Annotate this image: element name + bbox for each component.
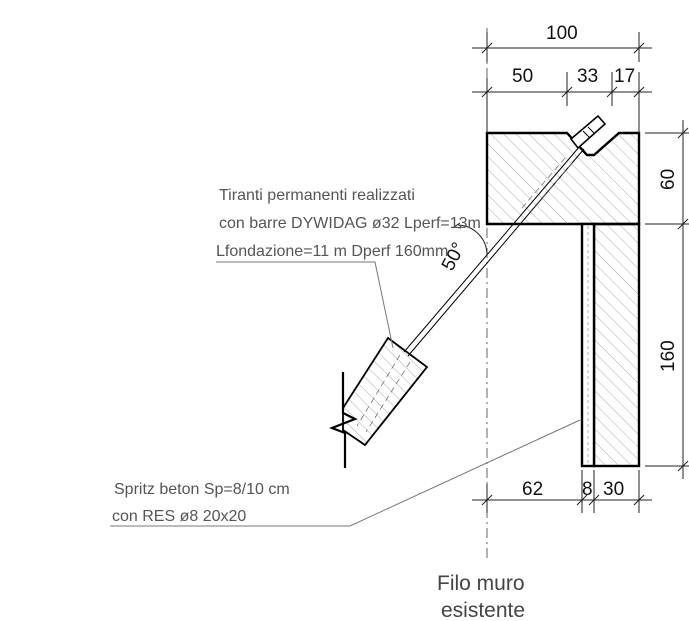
dimension-line-vertical	[645, 120, 689, 479]
dim-label-top-left: 50	[512, 66, 533, 87]
filo-label-line2: esistente	[441, 599, 525, 621]
spritz-beton-layer	[580, 222, 596, 468]
anchor-note-leader	[216, 261, 394, 349]
dim-label-wall-height: 160	[658, 340, 679, 372]
spritz-note-leader	[110, 419, 581, 527]
dimension-line-bottom	[472, 470, 652, 513]
dim-label-top-right: 17	[614, 66, 635, 87]
anchor-note-line1: Tiranti permanenti realizzati	[219, 187, 415, 204]
anchor-head-plate	[569, 114, 607, 150]
anchor-note-line3: Lfondazione=11 m Dperf 160mm	[216, 243, 448, 260]
angle-arc	[457, 224, 488, 256]
dim-label-bottom-right: 30	[603, 479, 624, 500]
dimension-line-50-33-17	[472, 72, 652, 133]
dimension-line-100	[472, 32, 652, 62]
dim-label-total-width: 100	[546, 23, 578, 44]
anchor-bond-zone	[342, 336, 429, 447]
existing-wall	[592, 222, 641, 468]
spritz-note-line1: Spritz beton Sp=8/10 cm	[114, 481, 290, 498]
anchor-tendon	[403, 145, 585, 357]
ground-profile	[328, 372, 358, 468]
dim-label-bottom-left: 62	[522, 479, 543, 500]
dim-label-top-mid: 33	[577, 66, 598, 87]
dim-label-cap-height: 60	[658, 169, 679, 190]
dim-label-bottom-mid: 8	[582, 479, 593, 500]
capping-beam	[485, 131, 641, 226]
anchor-note-line2: con barre DYWIDAG ø32 Lperf=13m	[219, 215, 481, 232]
spritz-note-line2: con RES ø8 20x20	[112, 508, 246, 525]
filo-label-line1: Filo muro	[437, 572, 525, 595]
